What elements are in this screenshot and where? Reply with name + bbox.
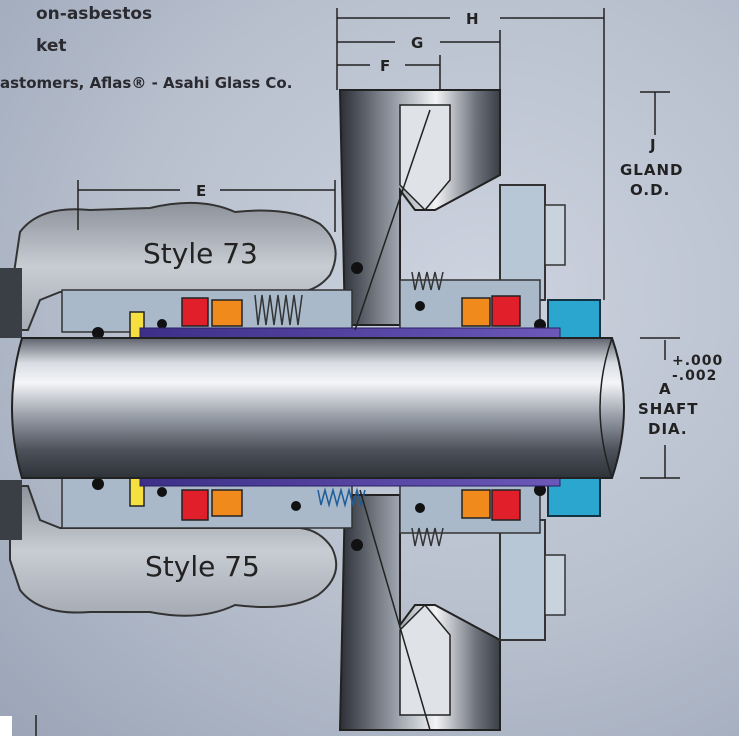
spring-top xyxy=(254,271,444,326)
gland-label-2: O.D. xyxy=(630,181,670,199)
header-line-1: on-asbestos xyxy=(36,4,153,24)
dim-h: H xyxy=(466,10,480,28)
style-73-label: Style 73 xyxy=(143,237,258,270)
sleeve-top xyxy=(139,327,561,339)
shaft-label-1: SHAFT xyxy=(638,400,698,418)
dimension-lines xyxy=(35,8,680,736)
dim-e: E xyxy=(196,182,207,200)
tolerance-plus: +.000 xyxy=(672,353,723,369)
gland-flange-bottom xyxy=(499,519,546,641)
stationary-face-bottom xyxy=(211,489,243,517)
tolerance-minus: -.002 xyxy=(672,368,717,384)
spring-bottom xyxy=(317,487,366,508)
shaft xyxy=(11,337,625,479)
stationary-face-top xyxy=(211,299,243,327)
style-75-label: Style 75 xyxy=(145,550,260,583)
dim-j: J xyxy=(649,136,657,154)
gland-label-1: GLAND xyxy=(620,161,683,179)
housing-bottom xyxy=(9,485,338,617)
gland-plate-top xyxy=(338,89,501,326)
dim-g: G xyxy=(411,34,424,52)
rotary-face-top xyxy=(181,297,209,327)
dim-a: A xyxy=(659,380,672,398)
rotary-face-bottom xyxy=(181,489,209,521)
gland-flange-top xyxy=(499,184,546,301)
header-line-3: astomers, Aflas® - Asahi Glass Co. xyxy=(0,74,293,92)
header-line-2: ket xyxy=(36,36,67,56)
shaft-label-2: DIA. xyxy=(648,420,688,438)
dim-f: F xyxy=(380,57,391,75)
